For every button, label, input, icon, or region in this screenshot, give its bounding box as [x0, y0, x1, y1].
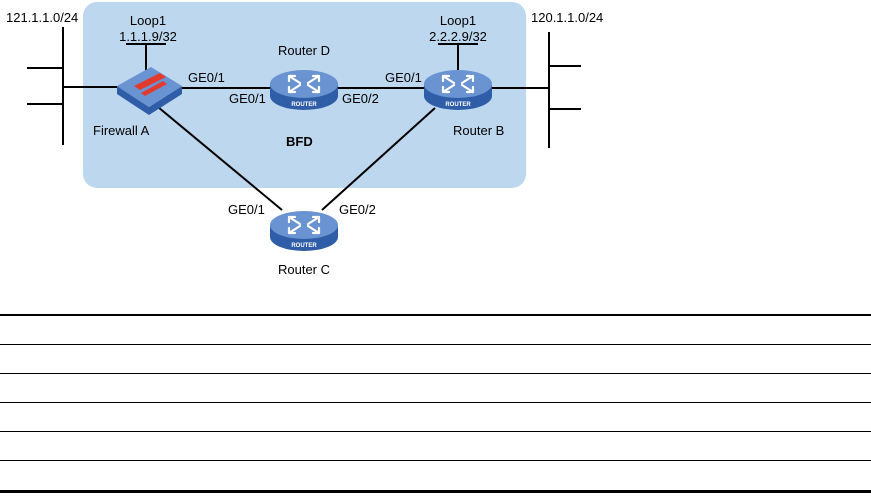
loopback-a-address: 1.1.1.9/32	[119, 29, 177, 44]
router-icon: ROUTER	[422, 68, 494, 112]
bfd-label: BFD	[286, 134, 313, 149]
router-c-label: Router C	[277, 262, 331, 277]
table-row-rule	[0, 373, 871, 374]
table-row-rule	[0, 431, 871, 432]
router-d-ge02-label: GE0/2	[342, 91, 379, 106]
router-b-ge01-label: GE0/1	[385, 70, 422, 85]
network-right-label: 120.1.1.0/24	[531, 10, 604, 25]
router-badge: ROUTER	[291, 102, 317, 108]
router-icon: ROUTER	[268, 68, 340, 112]
firewall-icon	[117, 67, 182, 115]
loopback-b-address: 2.2.2.9/32	[429, 29, 487, 44]
router-icon: ROUTER	[268, 209, 340, 253]
firewall-stripe	[134, 73, 166, 90]
router-c-ge01-label: GE0/1	[228, 202, 265, 217]
router-c-ge02-label: GE0/2	[339, 202, 376, 217]
firewall-stripe-2	[141, 81, 167, 96]
router-d-label: Router D	[277, 43, 331, 58]
router-badge: ROUTER	[445, 102, 471, 108]
firewall-a-label: Firewall A	[93, 123, 150, 138]
router-b-label: Router B	[453, 123, 505, 138]
table-row-rule	[0, 402, 871, 403]
loopback-b-name: Loop1	[439, 13, 477, 28]
table-row-rule	[0, 344, 871, 345]
network-left-label: 121.1.1.0/24	[6, 10, 79, 25]
table-bottom-rule	[0, 490, 871, 493]
loopback-a-name: Loop1	[129, 13, 167, 28]
table-top-rule	[0, 314, 871, 316]
router-badge: ROUTER	[291, 243, 317, 249]
link-router-b-router-c	[321, 107, 436, 211]
table-row-rule	[0, 460, 871, 461]
router-d-ge01-label: GE0/1	[229, 91, 266, 106]
link-firewall-router-c	[157, 106, 283, 211]
firewall-a-ge01-label: GE0/1	[188, 70, 225, 85]
firewall-side	[117, 86, 182, 115]
